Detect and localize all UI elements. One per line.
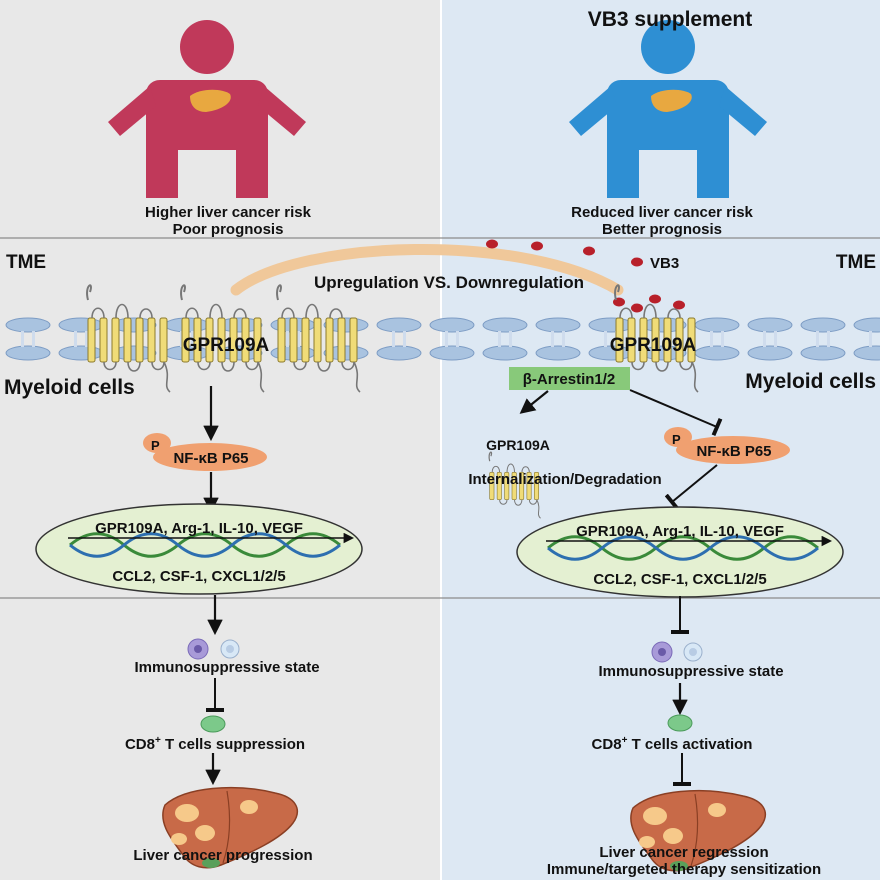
internalized-receptor-label: GPR109A [486, 437, 550, 453]
genes-left-line2: CCL2, CSF-1, CXCL1/2/5 [112, 568, 285, 585]
receptor-right-label: GPR109A [610, 335, 697, 356]
liver-right-icon [651, 89, 692, 112]
liver-right-label2: Immune/targeted therapy sensitization [547, 861, 821, 878]
nfkb-right-label: NF-κB P65 [696, 443, 771, 460]
person-left-icon [108, 20, 306, 198]
tcell-left-label: CD8+ T cells suppression [125, 735, 305, 753]
vb3-molecules [486, 239, 685, 313]
internalization-label: Internalization/Degradation [468, 471, 661, 488]
immune-cells-right-icon [651, 641, 703, 663]
person-right-icon [569, 20, 767, 198]
arrestin-box [509, 367, 630, 390]
liver-left-icon [190, 89, 231, 112]
inhibit-arrestin-to-nfkb [629, 389, 723, 437]
phospho-left-icon [143, 433, 171, 453]
phospho-left-label: P [151, 438, 160, 453]
comparison-arc [230, 243, 624, 296]
phospho-right-label: P [672, 432, 681, 447]
vb3-label: VB3 [650, 255, 679, 272]
nucleus-left [35, 503, 363, 595]
phospho-right-icon [664, 427, 692, 447]
liver-left-label: Liver cancer progression [133, 847, 312, 864]
dna-helix-right-icon [546, 535, 833, 561]
dna-helix-left-icon [68, 532, 355, 558]
genes-right-line1: GPR109A, Arg-1, IL-10, VEGF [576, 523, 784, 540]
myeloid-left-label: Myeloid cells [4, 376, 135, 399]
immune-cells-left-icon [187, 638, 240, 660]
tcell-left-icon [200, 715, 226, 733]
inhibit-nfkb-to-nucleus-right [664, 464, 718, 511]
myeloid-right-label: Myeloid cells [745, 370, 876, 393]
tme-right: TME [836, 252, 876, 273]
nfkb-right-icon [676, 436, 790, 464]
arrestin-label: β-Arrestin1/2 [523, 371, 616, 388]
right-outcome-line1: Reduced liver cancer risk [571, 204, 753, 221]
nfkb-left-label: NF-κB P65 [173, 450, 248, 467]
genes-left-line1: GPR109A, Arg-1, IL-10, VEGF [95, 520, 303, 537]
left-outcome-line1: Higher liver cancer risk [145, 204, 312, 221]
state-right-label: Immunosuppressive state [598, 663, 783, 680]
state-left-label: Immunosuppressive state [134, 659, 319, 676]
right-outcome-line2: Better prognosis [602, 221, 722, 238]
receptor-left-label: GPR109A [183, 335, 270, 356]
tme-left: TME [6, 252, 46, 273]
left-outcome-line2: Poor prognosis [173, 221, 284, 238]
tcell-right-label: CD8+ T cells activation [592, 735, 753, 753]
comparison-label: Upregulation VS. Downregulation [314, 273, 584, 292]
liver-right-label1: Liver cancer regression [599, 844, 768, 861]
genes-right-line2: CCL2, CSF-1, CXCL1/2/5 [593, 571, 766, 588]
arrow-arrestin-to-internalization [519, 390, 549, 414]
nfkb-left-icon [153, 443, 267, 471]
tcell-right-icon [667, 714, 693, 732]
right-title: VB3 supplement [588, 8, 753, 31]
